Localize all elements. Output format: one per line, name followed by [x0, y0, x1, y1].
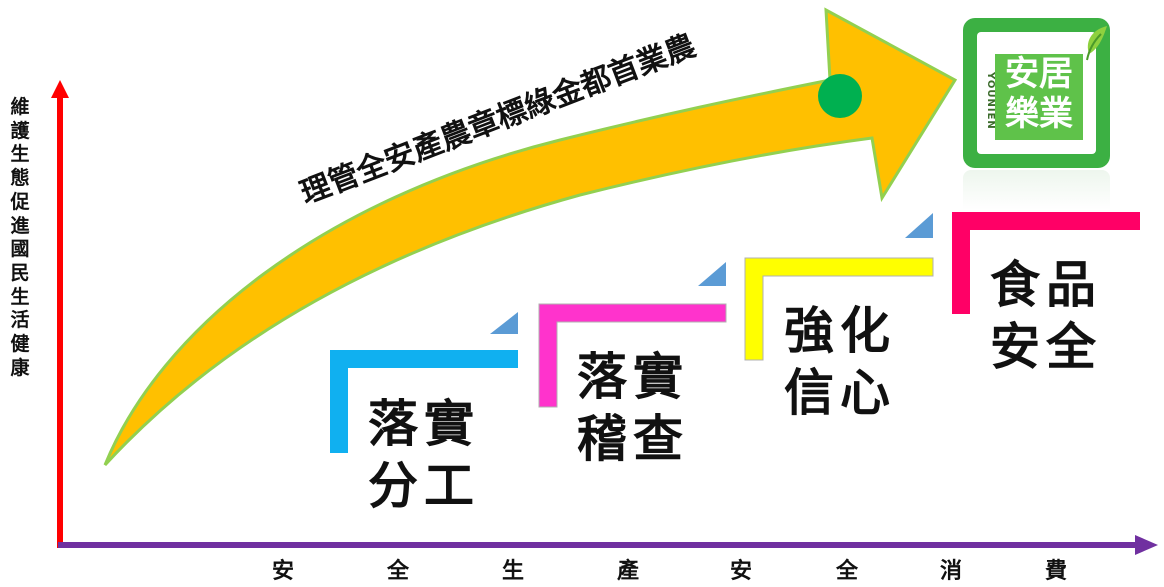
y-axis-char: 康 [10, 356, 30, 379]
logo: YOUNIEN 安居 樂業 [963, 18, 1110, 168]
logo-line: 樂業 [1005, 94, 1073, 134]
y-axis-char: 生 [10, 285, 30, 308]
logo-side-text: YOUNIEN [985, 72, 996, 130]
x-axis-char: 全 [835, 559, 858, 584]
step-label-line: 信心 [784, 364, 896, 422]
step-label-line: 分工 [368, 457, 480, 515]
logo-line: 安居 [1005, 54, 1073, 94]
y-axis-char: 健 [10, 333, 30, 356]
step-bracket-3 [744, 257, 934, 361]
y-axis-char: 活 [10, 309, 30, 332]
step-label-line: 落實 [577, 348, 689, 406]
step-bracket-4 [952, 212, 1140, 314]
y-axis-char: 生 [10, 143, 30, 166]
step-label-1: 落實 分工 [368, 393, 480, 517]
step-bracket-1 [330, 350, 518, 453]
step-label-3: 強化 信心 [784, 300, 896, 424]
y-axis-arrowhead [51, 80, 69, 98]
y-axis-char: 進 [10, 214, 30, 237]
step-corner-3 [905, 213, 933, 238]
x-axis-char: 消 [939, 559, 962, 584]
step-label-line: 食品 [990, 256, 1102, 314]
x-axis-char: 全 [386, 559, 409, 584]
step-label-4: 食品 安全 [990, 254, 1102, 378]
step-corner-2 [698, 262, 726, 286]
logo-reflection [963, 170, 1110, 210]
step-label-line: 安全 [990, 318, 1102, 376]
x-axis-arrowhead [1135, 535, 1158, 555]
y-axis-char: 國 [10, 238, 30, 261]
y-axis-char: 民 [10, 261, 30, 284]
green-dot [818, 74, 862, 118]
y-axis-char: 維 [10, 96, 30, 118]
x-axis-char: 生 [501, 559, 524, 584]
step-label-2: 落實 稽查 [577, 346, 689, 470]
x-axis-char: 安 [729, 559, 752, 584]
step-label-line: 稽查 [577, 410, 689, 468]
step-label-line: 落實 [368, 395, 480, 453]
y-axis-char: 護 [10, 119, 30, 142]
x-axis-char: 產 [616, 559, 639, 584]
step-corner-1 [490, 312, 518, 334]
leaf-icon [1086, 26, 1107, 61]
x-axis-char: 安 [271, 559, 294, 584]
step-bracket-2 [538, 303, 727, 408]
y-axis-char: 促 [10, 190, 30, 213]
y-axis-char: 態 [10, 167, 30, 190]
y-axis-label: 維 護 生 態 促 進 國 民 生 活 健 康 [6, 96, 34, 380]
logo-text: 安居 樂業 [995, 54, 1083, 140]
x-axis-char: 費 [1044, 559, 1067, 584]
big-curved-arrow [103, 7, 958, 467]
step-label-line: 強化 [784, 302, 896, 360]
